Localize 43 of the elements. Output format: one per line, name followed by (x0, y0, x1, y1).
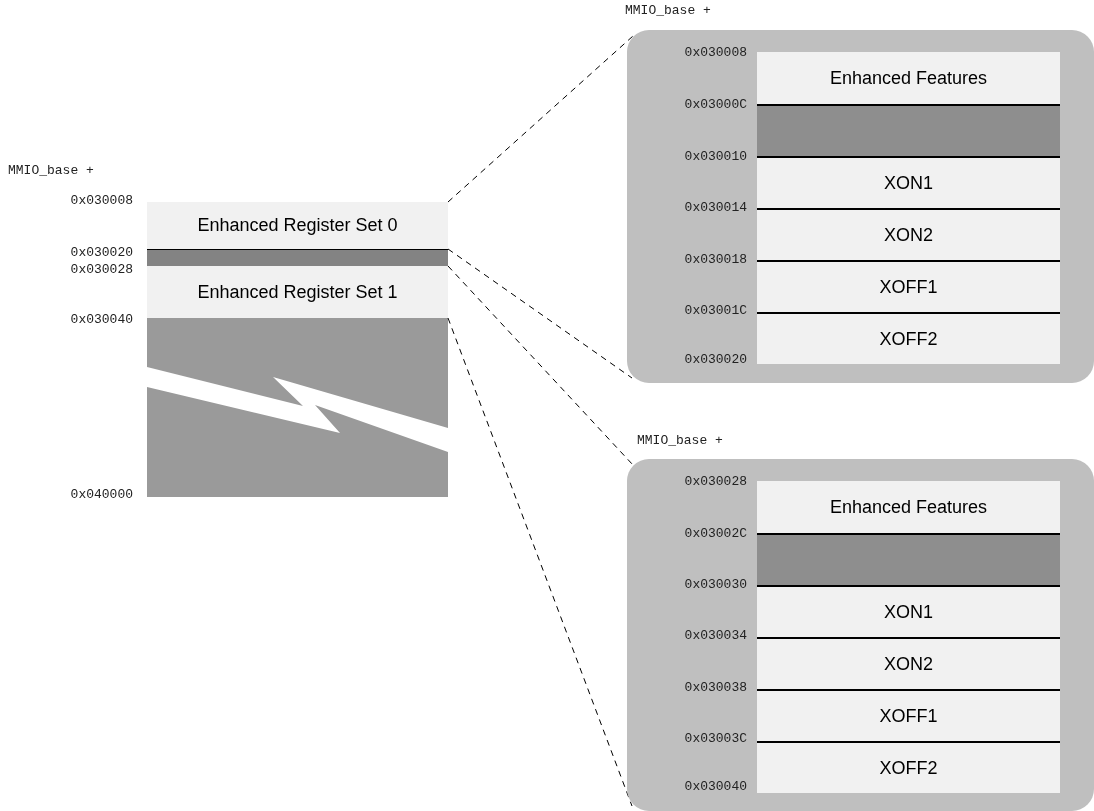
address-label: 0x03001C (684, 304, 747, 318)
address-label: 0x030014 (684, 201, 747, 215)
register-row: Enhanced Features (757, 481, 1060, 533)
address-label: 0x03003C (684, 732, 747, 746)
register-row: XOFF1 (757, 260, 1060, 312)
address-range-bar (147, 318, 448, 497)
register-row: XON1 (757, 585, 1060, 637)
base-address-label: MMIO_base + (8, 164, 94, 178)
register-row: Enhanced Features (757, 52, 1060, 104)
register-row: XON2 (757, 637, 1060, 689)
address-label: 0x030010 (684, 150, 747, 164)
reserved-bar (757, 533, 1060, 585)
dashed-connector (447, 265, 634, 466)
address-label: 0x030008 (684, 46, 747, 60)
base-address-label: MMIO_base + (637, 434, 723, 448)
dashed-connector (447, 248, 633, 379)
address-label: 0x030034 (684, 629, 747, 643)
register-row: XOFF2 (757, 312, 1060, 364)
address-label: 0x030018 (684, 253, 747, 267)
address-label: 0x030038 (684, 681, 747, 695)
register-row: XOFF2 (757, 741, 1060, 793)
address-label: 0x030008 (70, 194, 133, 208)
base-address-label: MMIO_base + (625, 4, 711, 18)
address-label: 0x030040 (70, 313, 133, 327)
address-label: 0x040000 (70, 488, 133, 502)
address-label: 0x030040 (684, 780, 747, 794)
register-row: Enhanced Register Set 1 (147, 266, 448, 318)
register-row: XON1 (757, 156, 1060, 208)
address-label: 0x030020 (70, 246, 133, 260)
register-map-panel (627, 459, 1094, 811)
reserved-bar (757, 104, 1060, 156)
register-row: Enhanced Register Set 0 (147, 202, 448, 249)
address-label: 0x030028 (684, 475, 747, 489)
register-row: XOFF1 (757, 689, 1060, 741)
address-label: 0x03000C (684, 98, 747, 112)
address-label: 0x030020 (684, 353, 747, 367)
register-map-panel (627, 30, 1094, 383)
address-label: 0x030030 (684, 578, 747, 592)
reserved-bar (147, 249, 448, 266)
dashed-connector (447, 35, 634, 203)
address-label: 0x03002C (684, 527, 747, 541)
address-label: 0x030028 (70, 263, 133, 277)
register-row: XON2 (757, 208, 1060, 260)
